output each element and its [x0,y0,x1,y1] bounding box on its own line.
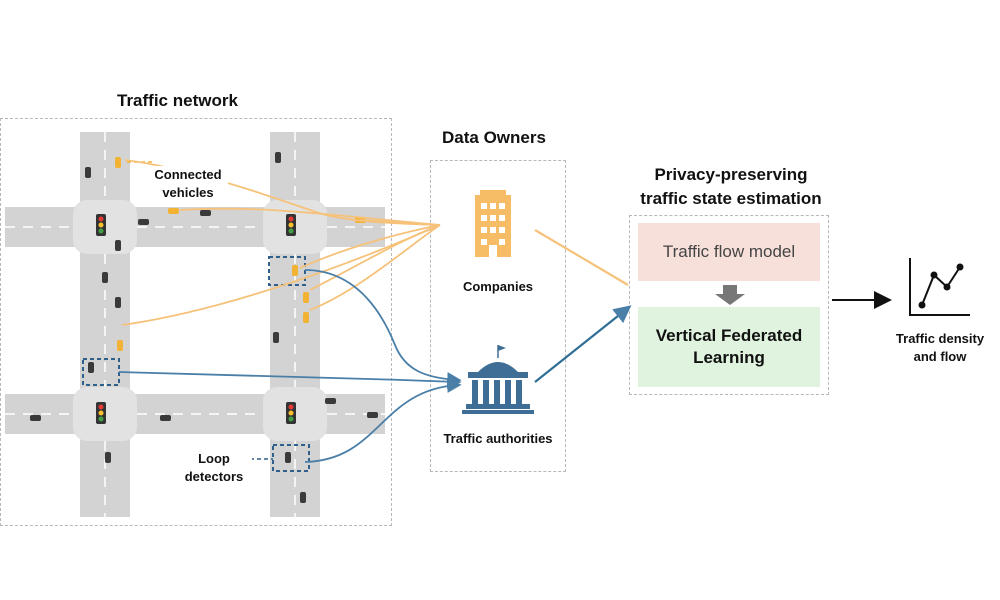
loop-detectors-line2: detectors [184,469,244,484]
government-building-icon [462,345,534,414]
loop-detector-box [272,444,310,472]
traffic-network-frame [0,118,392,526]
traffic-light-icon [96,402,106,424]
data-owners-title: Data Owners [442,128,546,147]
privacy-title-line2: traffic state estimation [640,189,822,208]
output-label: Traffic density and flow [884,330,996,366]
traffic-light-icon [286,214,296,236]
vfl-box: Vertical Federated Learning [638,307,820,387]
privacy-title: Privacy-preserving traffic state estimat… [616,163,846,211]
vfl-line2: Learning [693,348,765,367]
traffic-light-icon [96,214,106,236]
loop-detectors-label: Loop detectors [176,450,252,486]
data-owners-frame [430,160,566,472]
connected-vehicles-line1: Connected [154,167,222,182]
companies-label: Companies [462,279,534,294]
road-vertical-left [80,132,130,517]
loop-detectors-line1: Loop [198,451,230,466]
building-icon [475,190,511,257]
line-chart-icon [909,258,970,316]
traffic-authorities-label: Traffic authorities [443,431,553,446]
traffic-network-title: Traffic network [117,91,238,110]
vehicle-icons [30,152,378,503]
privacy-title-line1: Privacy-preserving [654,165,808,184]
output-line2: and flow [913,349,967,364]
traffic-flow-model-box: Traffic flow model [638,223,820,281]
output-line1: Traffic density [895,331,985,346]
loop-detector-box [268,256,306,286]
down-arrow-icon [715,285,745,305]
vfl-line1: Vertical Federated [655,326,803,345]
traffic-network-map [5,132,385,517]
estimation-frame [629,215,829,395]
connected-vehicles-label: Connected vehicles [148,166,228,202]
road-vertical-right [270,132,320,517]
authorities-to-estimation-arrow [534,305,632,383]
detector-data-flows [118,269,462,463]
traffic-light-icon [286,402,296,424]
companies-to-estimation-arrow [534,229,629,286]
traffic-flow-model-label: Traffic flow model [662,242,796,261]
connected-vehicles-line2: vehicles [162,185,214,200]
